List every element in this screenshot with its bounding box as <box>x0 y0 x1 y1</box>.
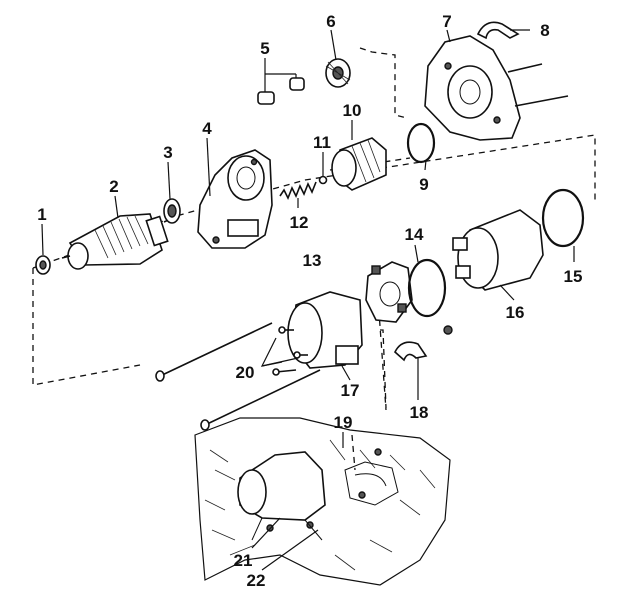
part-17-yoke <box>287 291 363 369</box>
callout-7: 7 <box>442 12 451 31</box>
callout-20: 20 <box>236 363 255 382</box>
callout-6: 6 <box>326 12 335 31</box>
callout-18: 18 <box>410 403 429 422</box>
callout-labels: 1 2 3 4 5 6 7 8 9 10 11 12 13 14 15 16 1… <box>37 12 582 590</box>
part-2-armature <box>61 213 176 270</box>
callout-22: 22 <box>247 571 266 590</box>
callout-9: 9 <box>419 175 428 194</box>
callout-2: 2 <box>109 177 118 196</box>
part-5-rollers <box>257 77 305 105</box>
part-18-clip <box>394 341 428 362</box>
callout-3: 3 <box>163 143 172 162</box>
part-20-screws <box>272 326 308 376</box>
part-12-spring <box>279 181 317 200</box>
engine-bay-illustration <box>194 417 451 586</box>
part-14-o-ring <box>407 258 447 318</box>
part-11-ball <box>318 175 328 185</box>
part-13-brush-holder <box>365 261 413 323</box>
callout-8: 8 <box>540 21 549 40</box>
callout-4: 4 <box>202 119 212 138</box>
part-15-o-ring <box>541 188 585 248</box>
callout-12: 12 <box>290 213 309 232</box>
callout-1: 1 <box>37 205 46 224</box>
callout-16: 16 <box>506 303 525 322</box>
part-3-bearing <box>163 198 181 224</box>
leader-lines <box>41 29 575 571</box>
callout-19: 19 <box>334 413 353 432</box>
part-16-solenoid <box>443 209 544 335</box>
through-bolts <box>155 322 321 431</box>
callout-13: 13 <box>303 251 322 270</box>
part-8-clip <box>476 21 520 40</box>
callout-5: 5 <box>260 39 269 58</box>
callout-14: 14 <box>405 225 424 244</box>
callout-17: 17 <box>341 381 360 400</box>
callout-10: 10 <box>343 101 362 120</box>
callout-15: 15 <box>564 267 583 286</box>
part-6-gear <box>325 58 351 88</box>
part-7-end-cover <box>424 35 569 141</box>
callout-21: 21 <box>234 551 253 570</box>
part-10-clutch <box>331 137 387 191</box>
part-1-washer <box>35 255 51 275</box>
callout-11: 11 <box>313 133 331 152</box>
part-9-o-ring <box>406 122 436 164</box>
part-4-drive-housing <box>197 149 273 249</box>
